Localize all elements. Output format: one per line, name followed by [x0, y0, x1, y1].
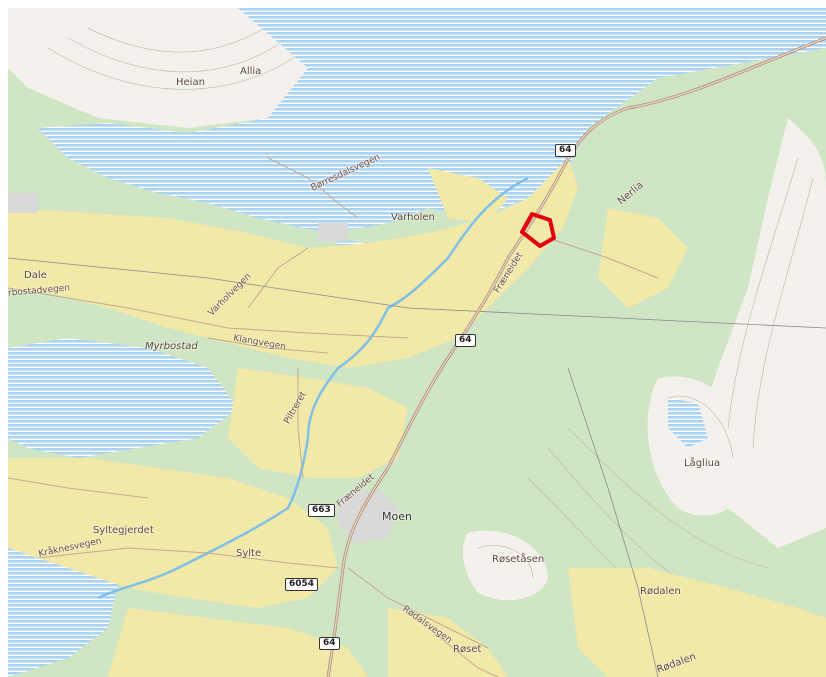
settlement-west: [8, 193, 38, 213]
farmland-areas: [8, 158, 826, 677]
lake-north: [38, 8, 826, 233]
mountain-heian: [8, 8, 338, 128]
road-shield-663: 663: [308, 504, 335, 517]
map-canvas[interactable]: Heian Allia Varholen Nerlia Dale Myrbost…: [8, 8, 826, 677]
road-shield-64-mid: 64: [455, 334, 476, 347]
industrial-area: [318, 223, 348, 241]
lake-west: [8, 338, 238, 458]
highlighted-property-outline: [520, 212, 556, 248]
power-lines: [8, 257, 826, 677]
fjord-southwest: [8, 548, 118, 677]
map-base-layer: [8, 8, 826, 677]
river: [97, 176, 529, 600]
minor-roads: [8, 157, 659, 677]
road-shield-64-top: 64: [555, 144, 576, 157]
pond-lagliua: [668, 398, 708, 448]
mountain-roysetasen: [462, 530, 548, 601]
road-shield-64-bottom: 64: [319, 637, 340, 650]
road-64-fill: [327, 37, 826, 677]
road-shield-6054: 6054: [285, 578, 319, 591]
